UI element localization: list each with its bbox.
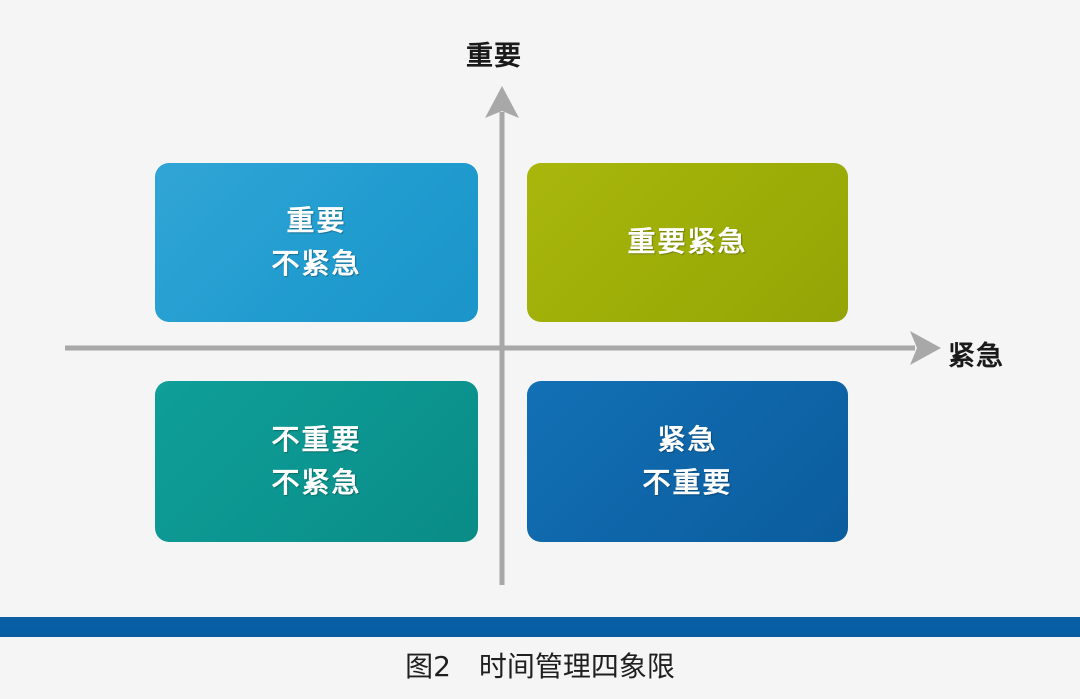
y-axis-label: 重要 [466,41,522,72]
x-axis-arrowhead [910,331,941,365]
figure-caption: 图2 时间管理四象限 [405,650,675,683]
quadrant-not-important-not-urgent[interactable]: 不重要 不紧急 [155,381,485,542]
quadrant-label-line-1: 紧急 [657,422,718,456]
quadrant-label-line-2: 不重要 [642,465,733,499]
quadrant-label-line-2: 不紧急 [271,246,362,280]
quadrant-important-urgent[interactable]: 重要紧急 [527,163,855,322]
footer-divider-rule [0,617,1080,637]
y-axis-arrowhead [485,86,519,118]
x-axis-label: 紧急 [948,341,1004,372]
quadrant-important-not-urgent[interactable]: 重要 不紧急 [155,163,485,322]
quadrant-label-line-2: 不紧急 [271,465,362,499]
quadrant-urgent-not-important[interactable]: 紧急 不重要 [527,381,855,542]
quadrant-label-line-1: 不重要 [271,422,362,456]
quadrant-label-line-1: 重要紧急 [627,225,748,259]
quadrant-label-line-1: 重要 [286,203,347,237]
